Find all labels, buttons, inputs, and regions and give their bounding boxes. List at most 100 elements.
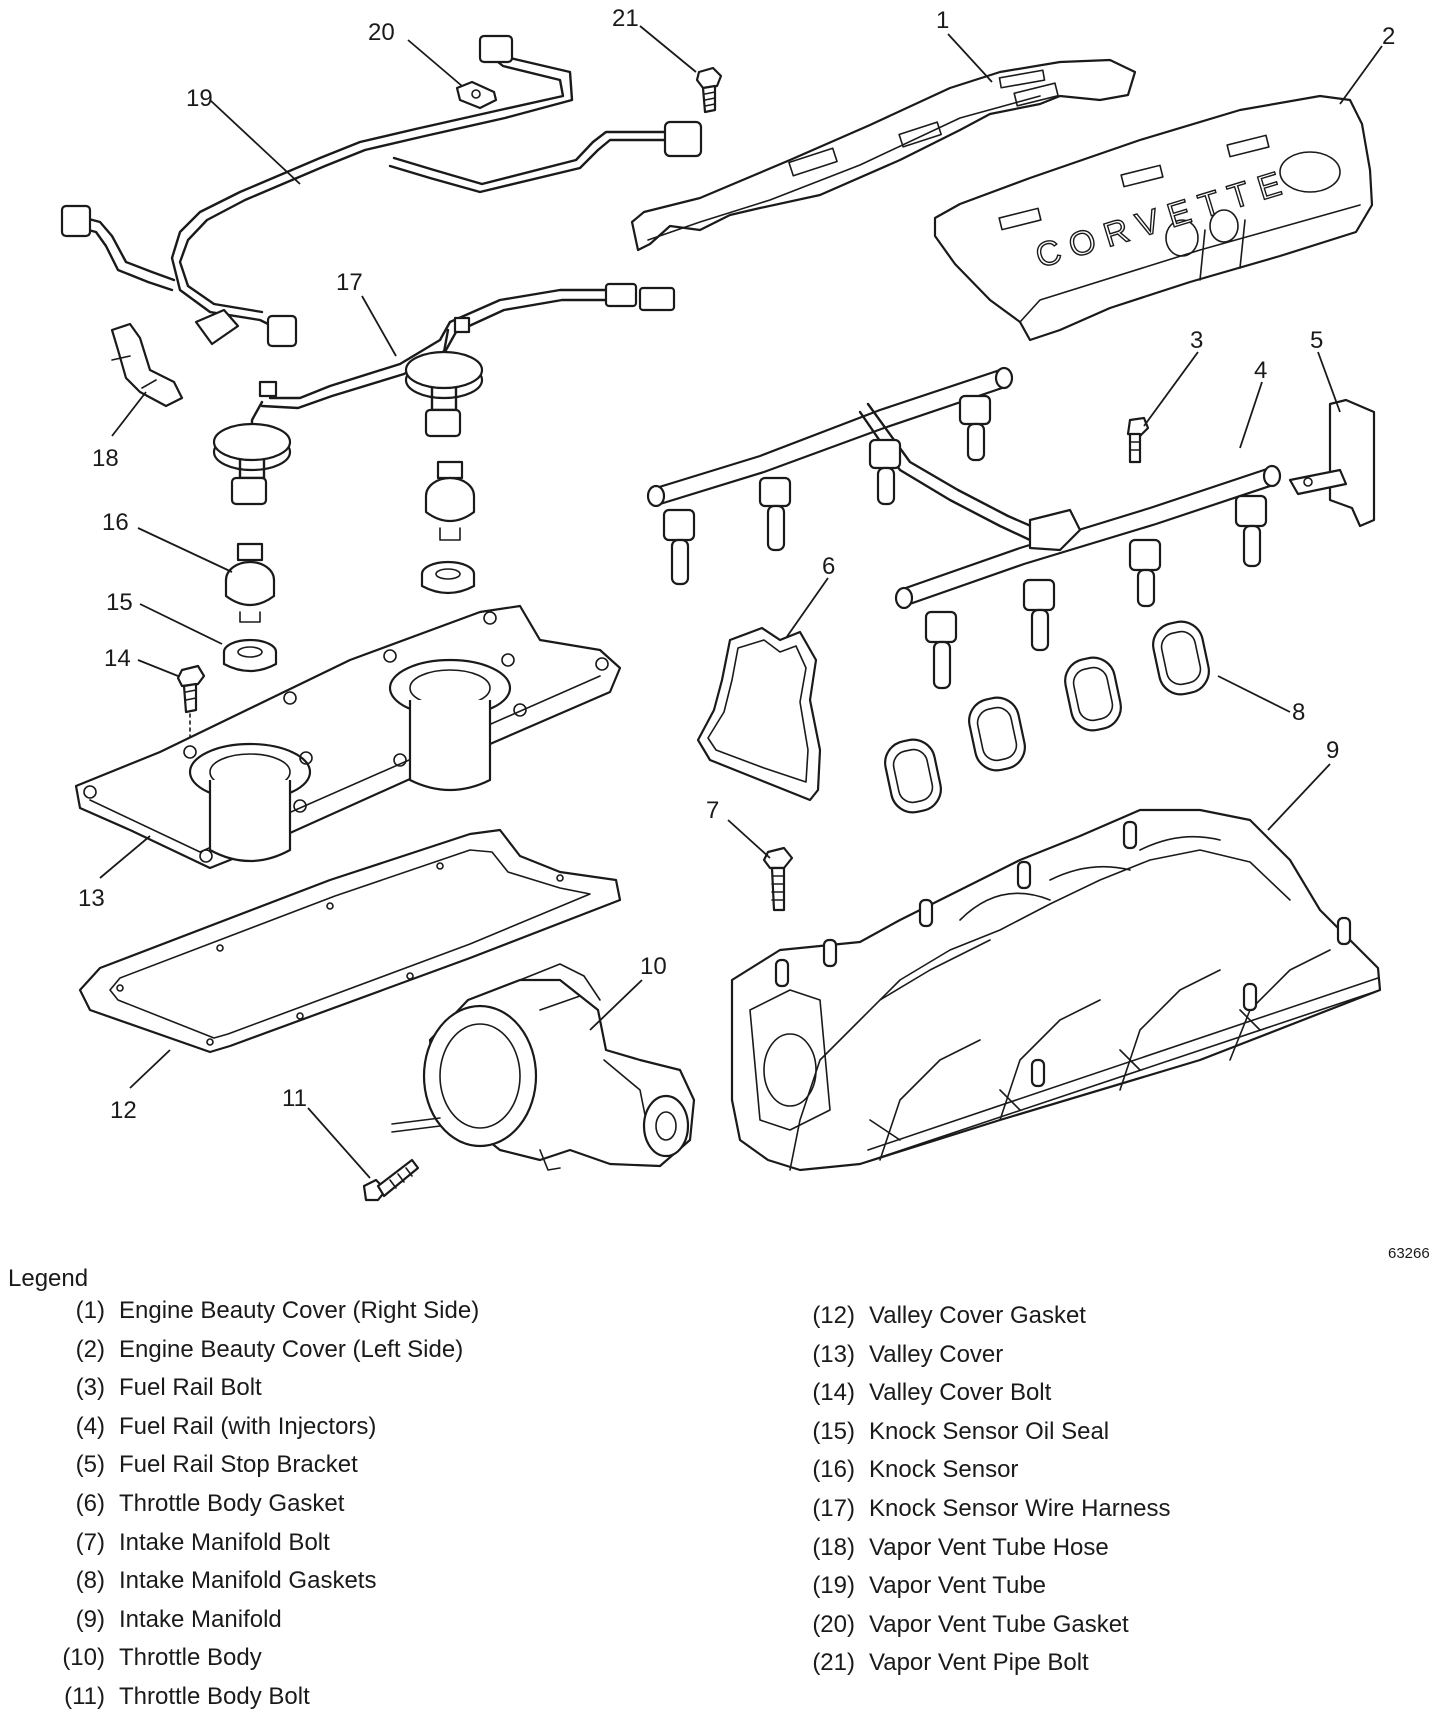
callout-21: 21 — [612, 5, 639, 32]
legend-item: (18) Vapor Vent Tube Hose — [790, 1534, 1170, 1573]
callout-13: 13 — [78, 885, 105, 912]
legend-item-label: Knock Sensor — [869, 1456, 1019, 1484]
legend-item: (13) Valley Cover — [790, 1341, 1170, 1380]
legend-item-label: Intake Manifold — [119, 1605, 282, 1633]
legend-item-number: (2) — [75, 1335, 105, 1363]
valley-cover-bolt — [176, 664, 206, 745]
callout-12: 12 — [110, 1097, 137, 1124]
callout-2: 2 — [1382, 23, 1395, 50]
legend-item: (21) Vapor Vent Pipe Bolt — [790, 1649, 1170, 1688]
throttle-body-bolt — [362, 1158, 420, 1202]
legend-item-number: (4) — [75, 1412, 105, 1440]
legend-item-number: (16) — [812, 1456, 855, 1484]
fuel-rail-stop-bracket — [1288, 398, 1376, 528]
legend-item: (11) Throttle Body Bolt — [40, 1683, 479, 1722]
vapor-vent-tube-gasket — [455, 80, 498, 110]
callout-1: 1 — [936, 7, 949, 34]
vapor-vent-tube — [60, 34, 703, 348]
callout-16: 16 — [102, 509, 129, 536]
fuel-rail-bolt — [1126, 416, 1150, 464]
legend-item: (12) Valley Cover Gasket — [790, 1302, 1170, 1341]
legend-item-number: (12) — [812, 1302, 855, 1329]
legend-item: (14) Valley Cover Bolt — [790, 1379, 1170, 1418]
figure-id: 63266 — [1388, 1245, 1430, 1262]
callout-19: 19 — [186, 85, 213, 112]
legend-item-number: (15) — [812, 1417, 855, 1445]
legend-item-label: Intake Manifold Gaskets — [119, 1567, 377, 1595]
legend-item: (19)Vapor Vent Tube — [790, 1572, 1170, 1611]
legend-item: (9) Intake Manifold — [40, 1606, 479, 1645]
legend-title: Legend — [8, 1265, 89, 1292]
exploded-view-diagram: CORVETTE — [60, 5, 1395, 1202]
intake-manifold — [730, 808, 1382, 1172]
legend-item-label: Fuel Rail (with Injectors) — [119, 1412, 377, 1440]
legend-item: (5) Fuel Rail Stop Bracket — [40, 1451, 479, 1490]
legend-item-label: Fuel Rail Stop Bracket — [119, 1451, 358, 1479]
legend-item: (6) Throttle Body Gasket — [40, 1490, 479, 1529]
legend-item-number: (5) — [75, 1451, 105, 1479]
callout-9: 9 — [1326, 737, 1339, 764]
knock-sensor — [224, 460, 476, 623]
legend-item: (3) Fuel Rail Bolt — [40, 1374, 479, 1413]
legend-item-label: Valley Cover Bolt — [869, 1379, 1052, 1407]
legend-item: (7)Intake Manifold Bolt — [40, 1529, 479, 1568]
legend-item-label: Vapor Vent Pipe Bolt — [869, 1649, 1089, 1677]
legend-item-label: Engine Beauty Cover (Left Side) — [119, 1335, 464, 1363]
callout-8: 8 — [1292, 699, 1305, 726]
intake-manifold-gaskets — [884, 620, 1210, 814]
callout-leaders — [99, 25, 1383, 1179]
valley-cover-gasket — [78, 828, 622, 1054]
vapor-vent-pipe-bolt — [695, 66, 723, 114]
legend-item-number: (13) — [812, 1340, 855, 1368]
legend-item-number: (21) — [812, 1649, 855, 1677]
legend-item-number: (17) — [812, 1494, 855, 1522]
legend-item: (20) Vapor Vent Tube Gasket — [790, 1611, 1170, 1650]
callout-7: 7 — [706, 797, 719, 824]
callout-14: 14 — [104, 645, 131, 672]
legend-item-label: Fuel Rail Bolt — [119, 1374, 262, 1402]
legend-item-label: Throttle Body Bolt — [119, 1682, 310, 1710]
legend-item: (4) Fuel Rail (with Injectors) — [40, 1413, 479, 1452]
callout-15: 15 — [106, 589, 133, 616]
callout-20: 20 — [368, 19, 395, 46]
callout-3: 3 — [1190, 327, 1203, 354]
legend-column-right: (12) Valley Cover Gasket (13) Valley Cover… — [790, 1302, 1170, 1688]
legend-item: (8)Intake Manifold Gaskets — [40, 1567, 479, 1606]
legend-item: (17) Knock Sensor Wire Harness — [790, 1495, 1170, 1534]
callout-18: 18 — [92, 445, 119, 472]
legend-item: (2) Engine Beauty Cover (Left Side) — [40, 1336, 479, 1375]
legend-item-label: Throttle Body — [119, 1644, 262, 1672]
intake-manifold-bolt — [762, 846, 794, 912]
callout-5: 5 — [1310, 327, 1323, 354]
legend-item-number: (3) — [75, 1374, 105, 1402]
callout-4: 4 — [1254, 357, 1267, 384]
legend-item: (10) Throttle Body — [40, 1644, 479, 1683]
legend-item-number: (18) — [812, 1533, 855, 1561]
legend-item-label: Vapor Vent Tube Hose — [869, 1533, 1109, 1561]
legend-item-number: (11) — [64, 1682, 105, 1710]
legend-item-number: (1) — [75, 1297, 105, 1324]
legend-item-number: (14) — [812, 1379, 855, 1407]
legend-item-label: Valley Cover — [869, 1340, 1004, 1368]
legend-item-label: Engine Beauty Cover (Right Side) — [119, 1297, 480, 1324]
engine-beauty-cover-right — [630, 58, 1137, 252]
legend-item-label: Intake Manifold Bolt — [119, 1528, 330, 1556]
callout-11: 11 — [282, 1085, 307, 1112]
fuel-rail-with-injectors — [646, 366, 1282, 690]
knock-sensor-wire-harness — [212, 282, 676, 506]
legend-item-number: (9) — [75, 1605, 105, 1633]
callout-labels: 1 2 3 4 5 6 7 8 9 10 11 12 13 14 15 16 1… — [78, 5, 1395, 1124]
legend-item-number: (20) — [812, 1610, 855, 1638]
legend-item-label: Throttle Body Gasket — [119, 1489, 345, 1517]
legend-item-label: Valley Cover Gasket — [869, 1302, 1086, 1329]
throttle-body — [391, 963, 696, 1171]
callout-6: 6 — [822, 553, 835, 580]
legend-item-number: (19) — [812, 1572, 855, 1600]
vapor-vent-tube-hose — [110, 322, 184, 408]
legend-item: (1) Engine Beauty Cover (Right Side) — [40, 1297, 480, 1336]
callout-17: 17 — [336, 269, 363, 296]
legend-item-label: Knock Sensor Wire Harness — [869, 1494, 1171, 1522]
legend-item-number: (6) — [75, 1489, 105, 1517]
legend-item-number: (10) — [62, 1644, 105, 1672]
legend-item-label: Vapor Vent Tube Gasket — [869, 1610, 1129, 1638]
